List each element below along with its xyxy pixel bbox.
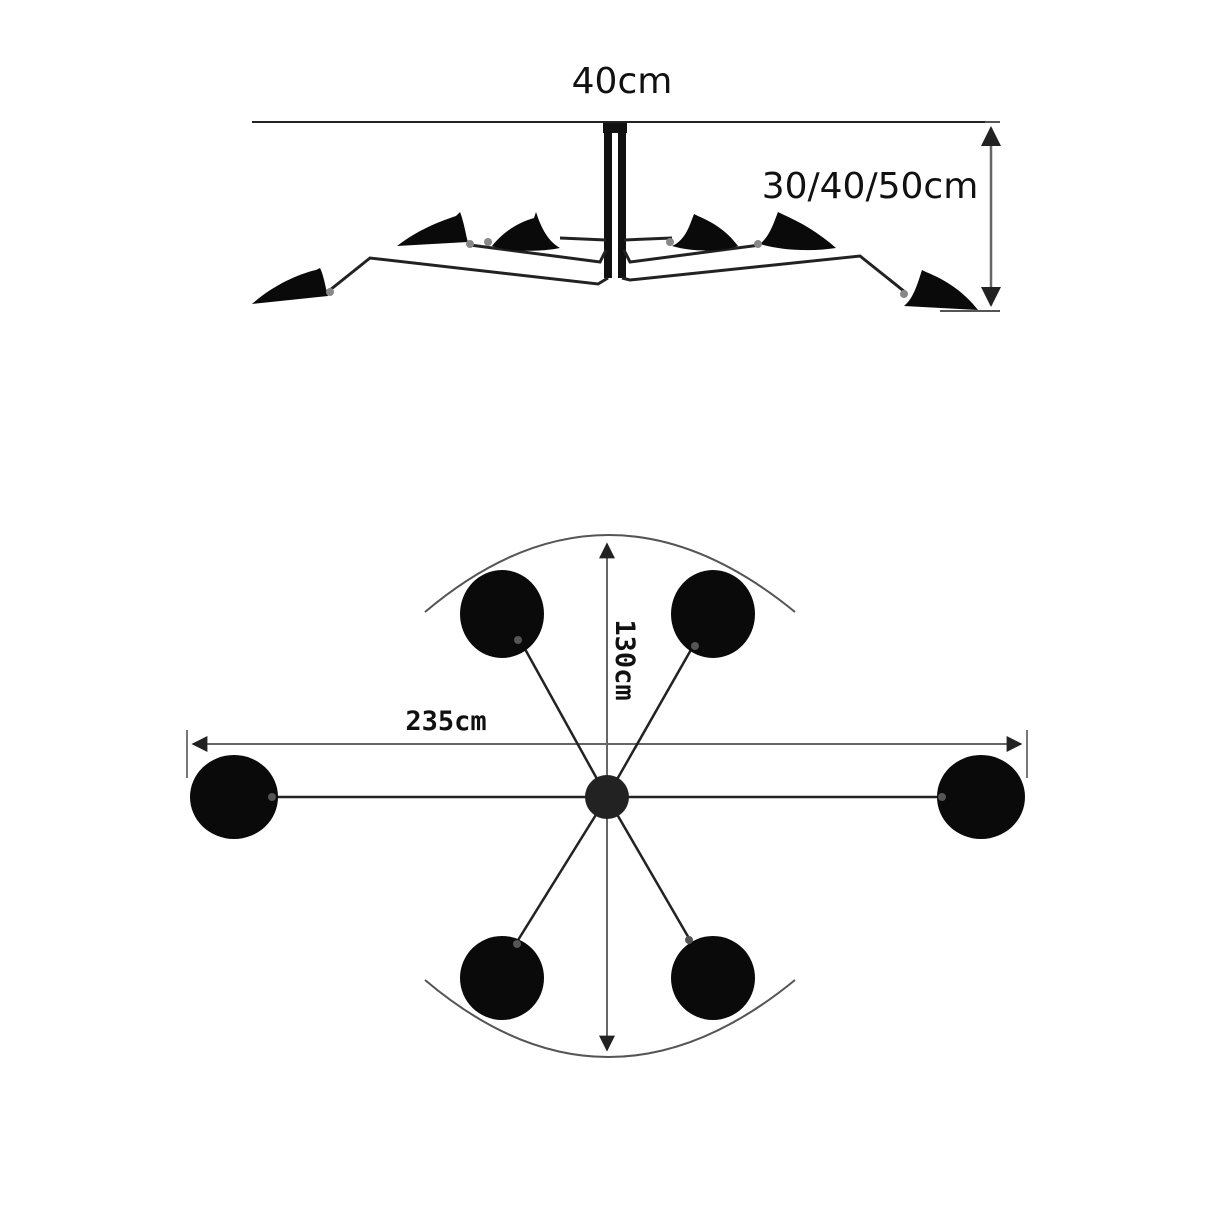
side-view: 40cm 30/40/50cm bbox=[252, 61, 1001, 312]
socket-top-left bbox=[268, 793, 276, 801]
shade-side-mid-left bbox=[397, 212, 468, 246]
arm-outer-right bbox=[621, 254, 906, 294]
shade-side-outer-right bbox=[904, 270, 978, 310]
shade-top-lower-right bbox=[671, 936, 755, 1020]
shade-side-mid-right bbox=[760, 212, 836, 251]
arm-inner-right bbox=[623, 236, 673, 242]
shade-side-inner-left bbox=[492, 212, 560, 251]
top-view: 235cm 130cm bbox=[186, 534, 1028, 1058]
socket-mid-left bbox=[466, 240, 474, 248]
side-shades bbox=[252, 212, 978, 310]
arm-inner-left bbox=[559, 236, 607, 242]
width-label: 40cm bbox=[572, 61, 673, 102]
arm-top-upper-right bbox=[605, 647, 694, 798]
arm-top-lower-right bbox=[605, 796, 692, 941]
shade-side-inner-right bbox=[672, 214, 738, 251]
ceiling-canopy bbox=[603, 123, 627, 133]
arm-top-upper-left bbox=[518, 639, 609, 798]
top-shades bbox=[190, 570, 1025, 1020]
shade-top-right bbox=[937, 755, 1025, 839]
depth-label: 130cm bbox=[609, 619, 640, 700]
socket-top-upper-right bbox=[691, 642, 699, 650]
socket-outer-right bbox=[900, 290, 908, 298]
shade-top-upper-right bbox=[671, 570, 755, 658]
socket-inner-right bbox=[666, 238, 674, 246]
stem-right bbox=[618, 130, 626, 278]
span-label: 235cm bbox=[405, 706, 486, 737]
shade-side-outer-left bbox=[252, 268, 328, 304]
arm-outer-left bbox=[329, 256, 609, 292]
socket-top-lower-left bbox=[513, 940, 521, 948]
height-label: 30/40/50cm bbox=[762, 166, 979, 207]
socket-inner-left bbox=[484, 238, 492, 246]
reach-arc-top bbox=[424, 534, 796, 613]
shade-top-lower-left bbox=[460, 936, 544, 1020]
stem-left bbox=[604, 130, 612, 278]
arm-mid-right bbox=[622, 243, 761, 264]
shade-top-left bbox=[190, 755, 278, 839]
socket-mid-right bbox=[754, 240, 762, 248]
socket-top-right bbox=[938, 793, 946, 801]
side-sockets bbox=[326, 238, 908, 298]
side-arms bbox=[329, 236, 906, 294]
arm-mid-left bbox=[469, 243, 608, 264]
center-hub bbox=[585, 775, 629, 819]
arm-top-lower-left bbox=[513, 796, 609, 946]
socket-outer-left bbox=[326, 288, 334, 296]
socket-top-lower-right bbox=[685, 936, 693, 944]
shade-top-upper-left bbox=[460, 570, 544, 658]
top-sockets bbox=[268, 636, 946, 948]
socket-top-upper-left bbox=[514, 636, 522, 644]
reach-arc-bottom bbox=[424, 979, 796, 1058]
